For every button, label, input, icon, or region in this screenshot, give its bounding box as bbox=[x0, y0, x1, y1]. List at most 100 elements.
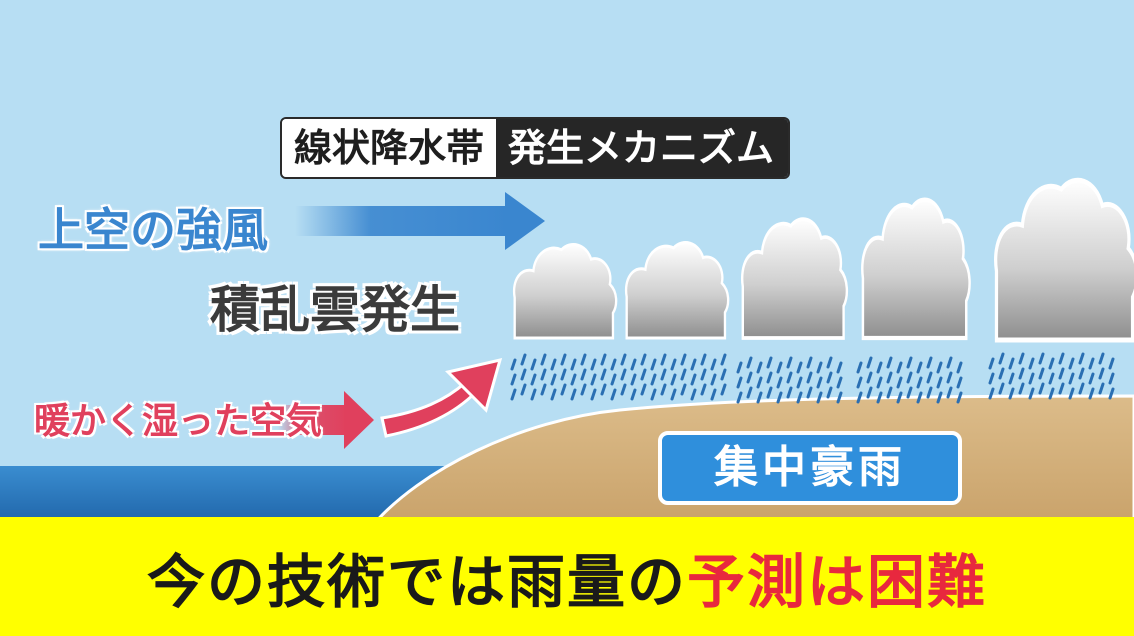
rain-streak bbox=[570, 388, 577, 401]
rain-streak bbox=[886, 356, 893, 369]
rain-streak bbox=[836, 361, 843, 374]
rain-streak bbox=[1058, 382, 1065, 395]
rain-streak bbox=[1028, 372, 1035, 385]
rain-streak bbox=[956, 376, 963, 389]
label-cumulonimbus: 積乱雲発生 bbox=[210, 281, 460, 339]
bottom-banner: 今の技術では雨量の予測は困難 bbox=[0, 517, 1134, 636]
rain-streak bbox=[816, 391, 823, 404]
label-warm-air: 暖かく湿った空気 bbox=[34, 401, 323, 442]
rain-streak bbox=[560, 368, 567, 381]
rain-streak bbox=[998, 367, 1005, 380]
rain-streak bbox=[690, 388, 697, 401]
rain-streak bbox=[1078, 352, 1085, 365]
rain-streak bbox=[700, 368, 707, 381]
rain-streak bbox=[1038, 382, 1045, 395]
rain-streak bbox=[1018, 367, 1025, 380]
title-right: 発生メカニズム bbox=[496, 119, 789, 177]
rain-streak bbox=[1018, 382, 1025, 395]
rain-streak bbox=[896, 361, 903, 374]
title-left: 線状降水帯 bbox=[282, 119, 497, 177]
rain-streak bbox=[680, 383, 687, 396]
rain-streak bbox=[896, 391, 903, 404]
rain-streak bbox=[886, 371, 893, 384]
rain-streak bbox=[560, 383, 567, 396]
rain-streak bbox=[1078, 382, 1085, 395]
rain-streak bbox=[836, 376, 843, 389]
rain-streak bbox=[630, 388, 637, 401]
rain-streak bbox=[720, 353, 727, 366]
rain-streak bbox=[610, 388, 617, 401]
rain-streak bbox=[746, 386, 753, 399]
rain-streak bbox=[1008, 357, 1015, 370]
rain-streak bbox=[826, 356, 833, 369]
rain-streak bbox=[650, 358, 657, 371]
cumulonimbus-cloud-icon bbox=[512, 243, 618, 340]
rain-streak bbox=[736, 361, 743, 374]
rain-streak bbox=[1098, 352, 1105, 365]
rain-streak bbox=[786, 371, 793, 384]
rain-streak bbox=[776, 361, 783, 374]
rain-streak bbox=[806, 371, 813, 384]
rain-streak bbox=[670, 388, 677, 401]
rain-streak bbox=[580, 383, 587, 396]
rain-streak bbox=[600, 353, 607, 366]
rain-streak bbox=[590, 373, 597, 386]
rain-streak bbox=[926, 386, 933, 399]
rain-streak bbox=[756, 361, 763, 374]
rain-streak bbox=[926, 371, 933, 384]
rain-streak bbox=[620, 353, 627, 366]
banner-text: 今の技術では雨量の予測は困難 bbox=[147, 535, 987, 619]
rain-streak bbox=[866, 386, 873, 399]
rain-streak bbox=[570, 373, 577, 386]
rain-streak bbox=[670, 373, 677, 386]
rising-air-arrow bbox=[380, 357, 503, 438]
rain-streak bbox=[600, 383, 607, 396]
rain-streak bbox=[796, 376, 803, 389]
rain-streak bbox=[560, 353, 567, 366]
rain-streak bbox=[660, 368, 667, 381]
rain-streak bbox=[876, 391, 883, 404]
rain-streak bbox=[896, 376, 903, 389]
rain-streak bbox=[630, 358, 637, 371]
rain-streak bbox=[550, 358, 557, 371]
rain-streak bbox=[1028, 387, 1035, 400]
rain-streak bbox=[916, 391, 923, 404]
cumulonimbus-cloud-icon bbox=[996, 180, 1134, 340]
rain-streak bbox=[530, 388, 537, 401]
rain-streak bbox=[1058, 352, 1065, 365]
rain-streak bbox=[1078, 367, 1085, 380]
rain-streak bbox=[736, 376, 743, 389]
rain-streak bbox=[956, 391, 963, 404]
rain-streak bbox=[988, 387, 995, 400]
rain-streak bbox=[1108, 357, 1115, 370]
rain-streak bbox=[1048, 357, 1055, 370]
rain-streak bbox=[710, 388, 717, 401]
rain-streak bbox=[700, 353, 707, 366]
cumulonimbus-cloud-icon bbox=[740, 217, 849, 340]
rain-streak bbox=[946, 371, 953, 384]
rain-streak bbox=[640, 368, 647, 381]
rain-streak bbox=[1088, 372, 1095, 385]
rain-streak bbox=[796, 391, 803, 404]
rain-streak bbox=[988, 357, 995, 370]
rain-streak bbox=[1108, 372, 1115, 385]
rain-streak bbox=[1098, 367, 1105, 380]
rain-streak bbox=[766, 371, 773, 384]
rain-streak bbox=[776, 376, 783, 389]
rain-streak bbox=[1068, 357, 1075, 370]
rain-streak bbox=[1098, 382, 1105, 395]
rain-streak bbox=[1028, 357, 1035, 370]
rain-streak bbox=[550, 388, 557, 401]
rain-streak bbox=[580, 353, 587, 366]
rain-streak bbox=[816, 361, 823, 374]
rain-streak bbox=[786, 356, 793, 369]
rain-streak bbox=[520, 353, 527, 366]
rain-streak bbox=[998, 382, 1005, 395]
rain-streak bbox=[916, 361, 923, 374]
rain-streak bbox=[766, 386, 773, 399]
rain-streak bbox=[936, 391, 943, 404]
banner-text-emphasis: 予測は困難 bbox=[687, 547, 988, 616]
rain-streak bbox=[936, 361, 943, 374]
rain-streak bbox=[1068, 372, 1075, 385]
